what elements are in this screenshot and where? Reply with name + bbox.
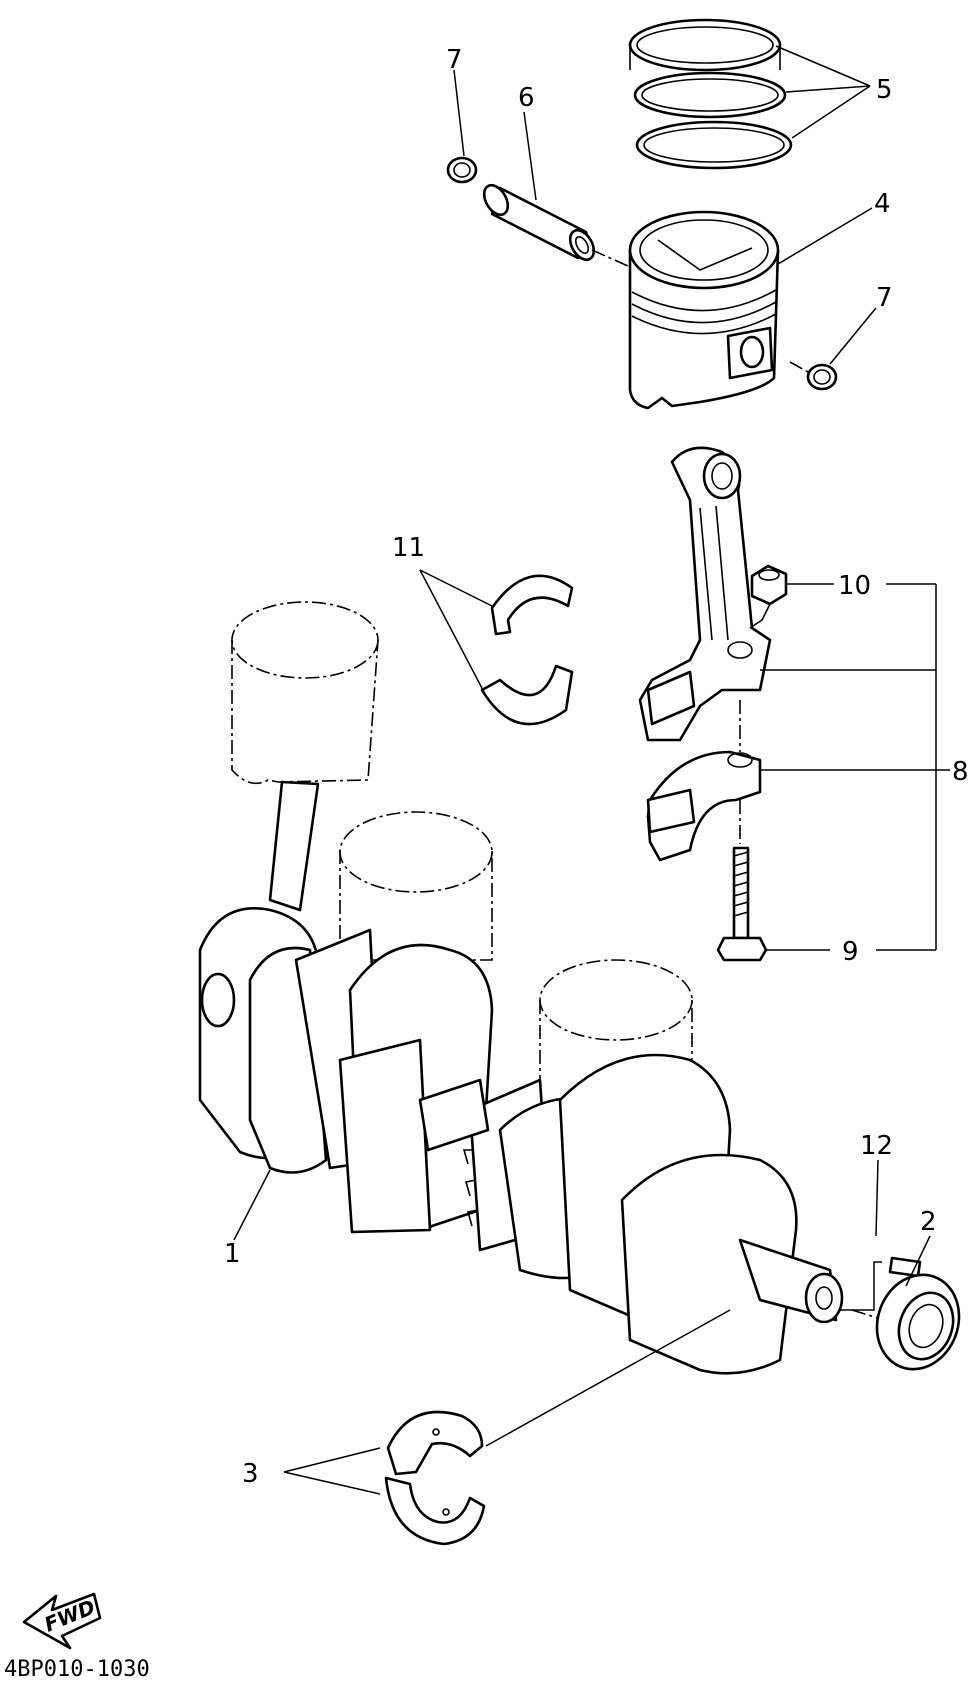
piston-pin bbox=[482, 183, 629, 267]
big-end-bearing-upper bbox=[490, 574, 574, 636]
circlip-right bbox=[789, 361, 838, 391]
callout-7-right: 7 bbox=[876, 283, 893, 313]
connecting-rod-cap bbox=[646, 700, 762, 862]
piston-rings bbox=[628, 18, 793, 170]
fwd-arrow-icon bbox=[22, 1592, 102, 1650]
piston bbox=[628, 210, 780, 410]
main-bearing-upper bbox=[386, 1410, 484, 1476]
circlip-top bbox=[446, 156, 478, 184]
crankshaft bbox=[198, 601, 844, 1375]
rod-nut bbox=[749, 564, 788, 629]
callout-9: 9 bbox=[842, 937, 859, 967]
callout-6: 6 bbox=[518, 83, 535, 113]
callout-1: 1 bbox=[224, 1239, 241, 1269]
callout-2: 2 bbox=[920, 1207, 937, 1237]
oil-seal bbox=[851, 1273, 961, 1371]
leader-lines bbox=[233, 45, 950, 1495]
callout-7-top: 7 bbox=[446, 45, 463, 75]
callout-12: 12 bbox=[860, 1131, 893, 1161]
diagram-code: 4BP010-1030 bbox=[4, 1657, 150, 1682]
callout-11: 11 bbox=[392, 533, 425, 563]
callout-4: 4 bbox=[874, 189, 891, 219]
callout-10: 10 bbox=[838, 571, 871, 601]
big-end-bearing-lower bbox=[480, 664, 574, 726]
callout-3: 3 bbox=[242, 1459, 259, 1489]
callout-8: 8 bbox=[952, 757, 969, 787]
connecting-rod bbox=[638, 446, 772, 742]
main-bearing-lower bbox=[384, 1476, 486, 1546]
callout-labels: 7 6 5 4 7 11 10 8 9 1 12 2 3 bbox=[224, 45, 969, 1489]
callout-5: 5 bbox=[876, 75, 893, 105]
rod-bolt bbox=[716, 846, 768, 962]
